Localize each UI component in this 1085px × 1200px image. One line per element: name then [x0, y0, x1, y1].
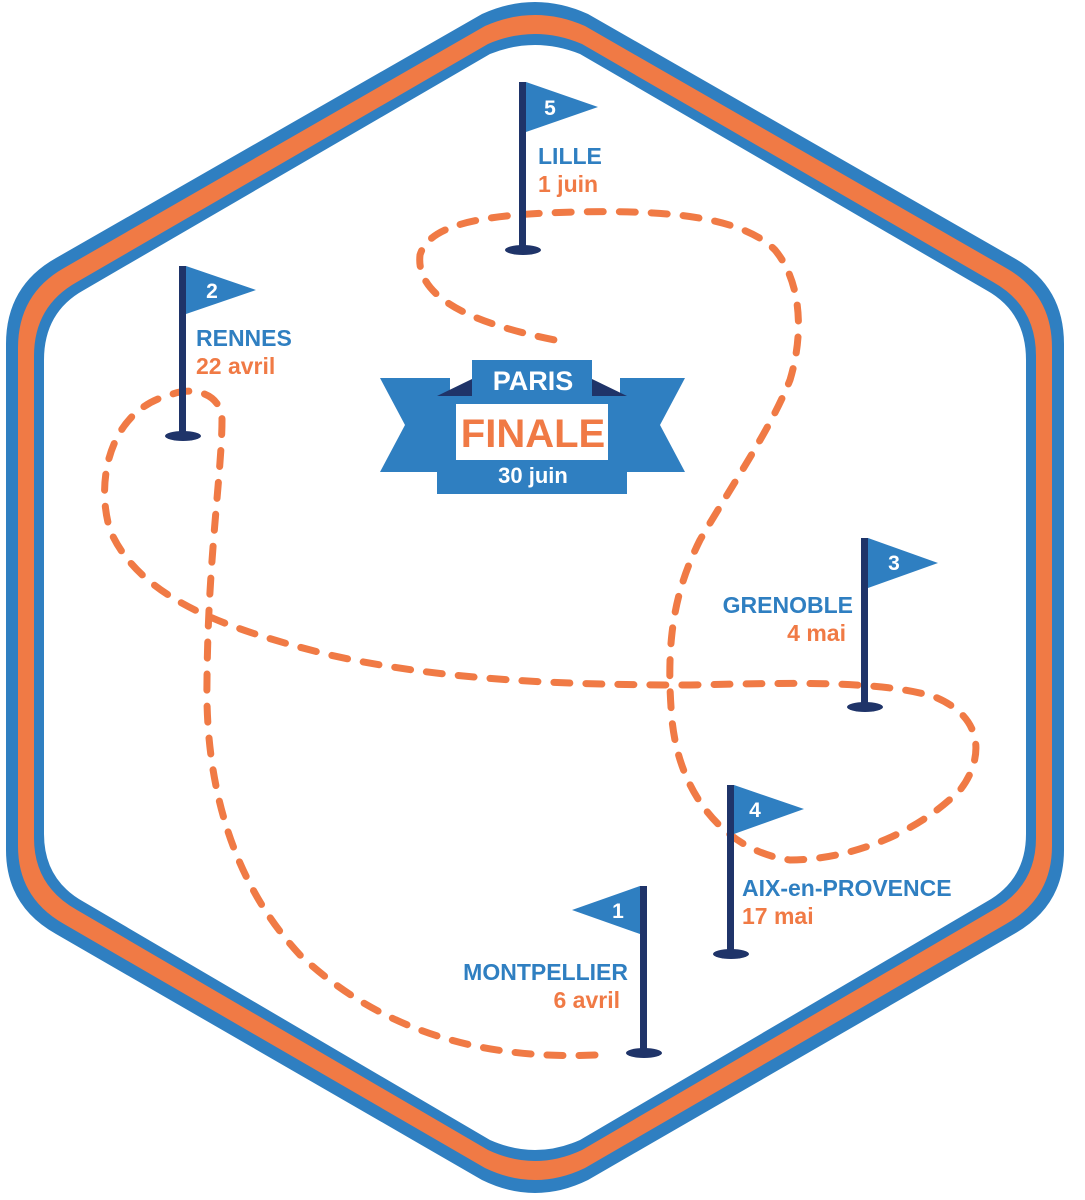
flag-number: 1: [612, 900, 624, 923]
flag-pole: [727, 785, 734, 955]
hexagon-background: [44, 45, 1026, 1150]
flag-number: 3: [888, 552, 900, 575]
flag-pennant-icon: [186, 266, 256, 314]
stop-date: 1 juin: [538, 171, 598, 197]
stop-city: LILLE: [538, 143, 602, 169]
finale-city: PARIS: [493, 366, 574, 396]
stop-city: MONTPELLIER: [463, 959, 628, 985]
flag-grenoble: 3 GRENOBLE 4 mai: [723, 538, 938, 712]
flag-pennant-icon: [868, 538, 938, 588]
stop-city: AIX-en-PROVENCE: [742, 875, 952, 901]
flag-pennant-icon: [734, 785, 804, 834]
stop-city: RENNES: [196, 325, 292, 351]
stop-city: GRENOBLE: [723, 592, 853, 618]
hexagon-frame: [6, 2, 1064, 1193]
flag-pennant-icon: [572, 886, 640, 934]
ribbon-left-tail: [380, 378, 450, 472]
flag-pole: [861, 538, 868, 708]
finale-date: 30 juin: [498, 463, 568, 488]
flag-lille: 5 LILLE 1 juin: [505, 82, 602, 255]
flag-montpellier: 1 MONTPELLIER 6 avril: [463, 886, 662, 1058]
ribbon-right-fold: [592, 379, 627, 396]
stop-date: 6 avril: [554, 987, 621, 1013]
ribbon-left-fold: [437, 379, 472, 396]
ribbon-right-tail: [620, 378, 685, 472]
ribbon-top-band: [472, 360, 592, 400]
flag-number: 4: [749, 799, 761, 822]
stop-date: 17 mai: [742, 903, 814, 929]
flag-number: 5: [544, 97, 556, 120]
flag-pole: [179, 266, 186, 436]
tour-route: [101, 208, 980, 1059]
stop-date: 4 mai: [787, 620, 846, 646]
finale-banner: PARIS FINALE 30 juin: [380, 360, 685, 494]
flag-aix-en-provence: 4 AIX-en-PROVENCE 17 mai: [713, 785, 952, 959]
flag-number: 2: [206, 280, 218, 303]
finale-title-box: [456, 404, 608, 460]
flag-pole: [640, 886, 647, 1054]
flag-pennant-icon: [526, 82, 598, 132]
finale-title: FINALE: [461, 412, 605, 456]
flag-rennes: 2 RENNES 22 avril: [165, 266, 292, 441]
flag-pole: [519, 82, 526, 250]
stop-date: 22 avril: [196, 353, 275, 379]
